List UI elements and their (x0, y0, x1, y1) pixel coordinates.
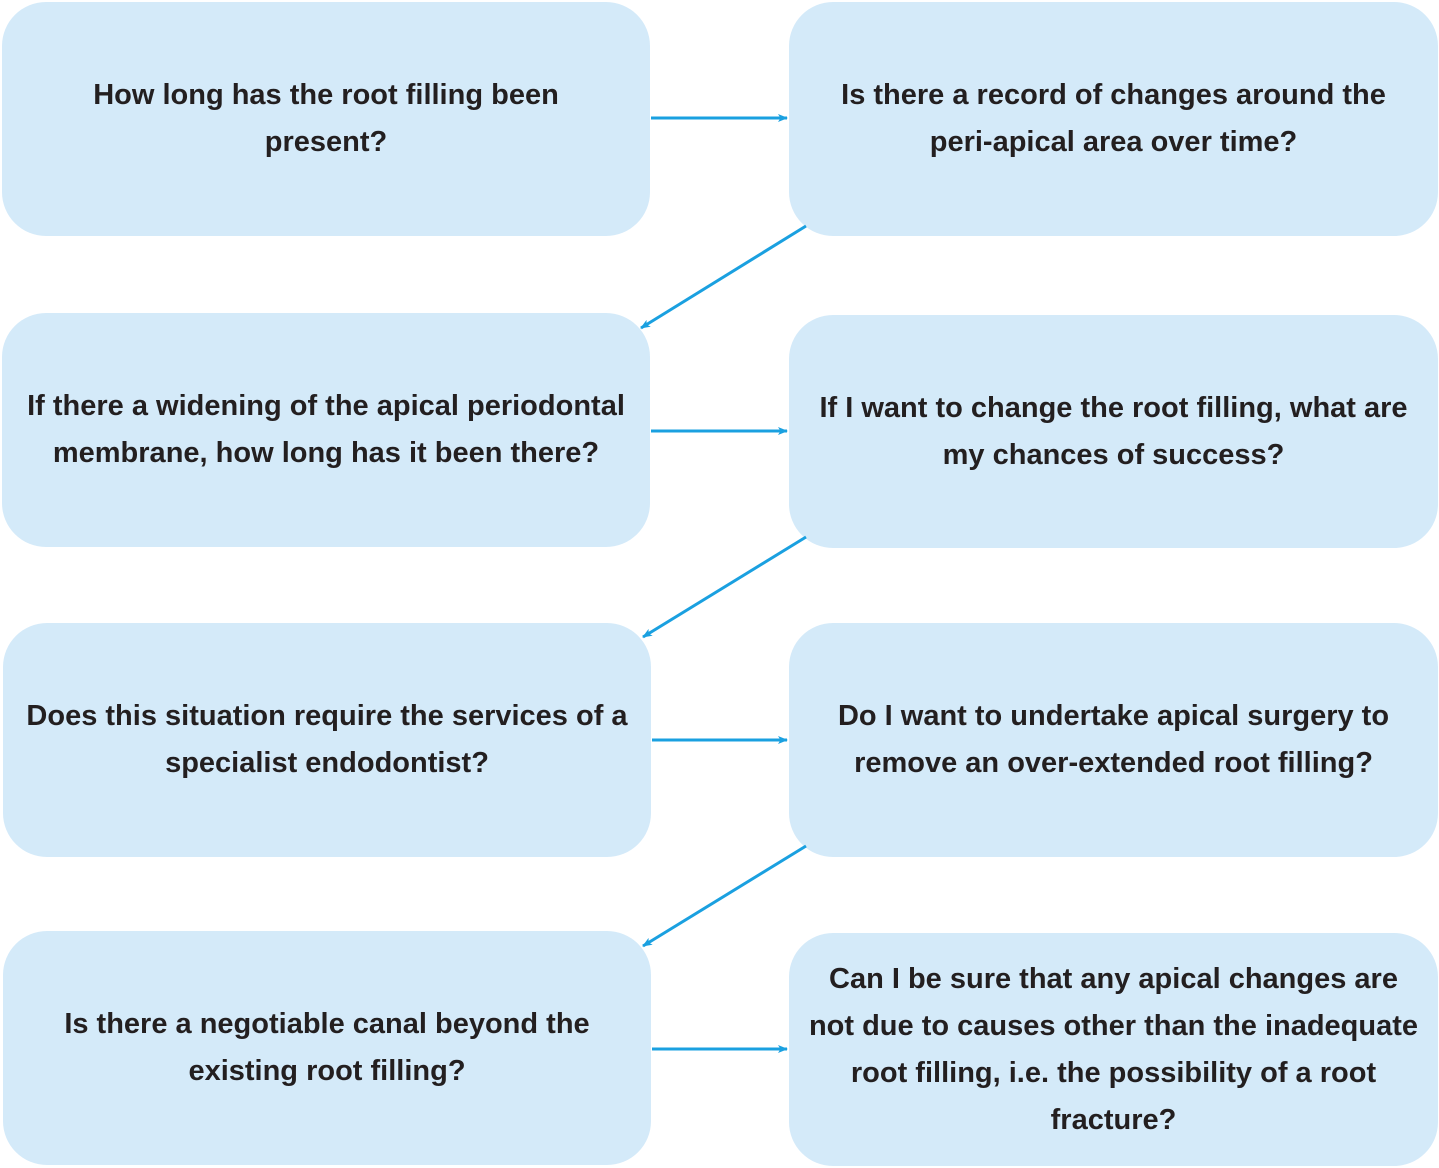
question-text-3: If there a widening of the apical period… (27, 390, 625, 469)
arrow-4-to-5 (642, 535, 807, 639)
question-box-2: Is there a record of changes around the … (789, 2, 1438, 236)
question-text-4: If I want to change the root filling, wh… (819, 391, 1408, 471)
question-text-5: Does this situation require the services… (26, 700, 628, 779)
question-box-4: If I want to change the root filling, wh… (789, 315, 1438, 548)
question-box-1: How long has the root filling been prese… (2, 2, 650, 236)
question-box-6: Do I want to undertake apical surgery to… (789, 623, 1438, 857)
question-text-7: Is there a negotiable canal beyond the e… (64, 1008, 590, 1087)
arrow-6-to-7 (642, 844, 807, 948)
arrow-2-to-3 (640, 224, 807, 330)
question-text-6: Do I want to undertake apical surgery to… (837, 700, 1390, 779)
question-box-7: Is there a negotiable canal beyond the e… (3, 931, 651, 1165)
question-text-2: Is there a record of changes around the … (841, 79, 1386, 158)
question-text-1: How long has the root filling been prese… (93, 79, 559, 158)
question-box-5: Does this situation require the services… (3, 623, 651, 857)
question-text-8: Can I be sure that any apical changes ar… (808, 962, 1419, 1136)
question-box-8: Can I be sure that any apical changes ar… (789, 933, 1438, 1166)
question-box-3: If there a widening of the apical period… (2, 313, 650, 547)
